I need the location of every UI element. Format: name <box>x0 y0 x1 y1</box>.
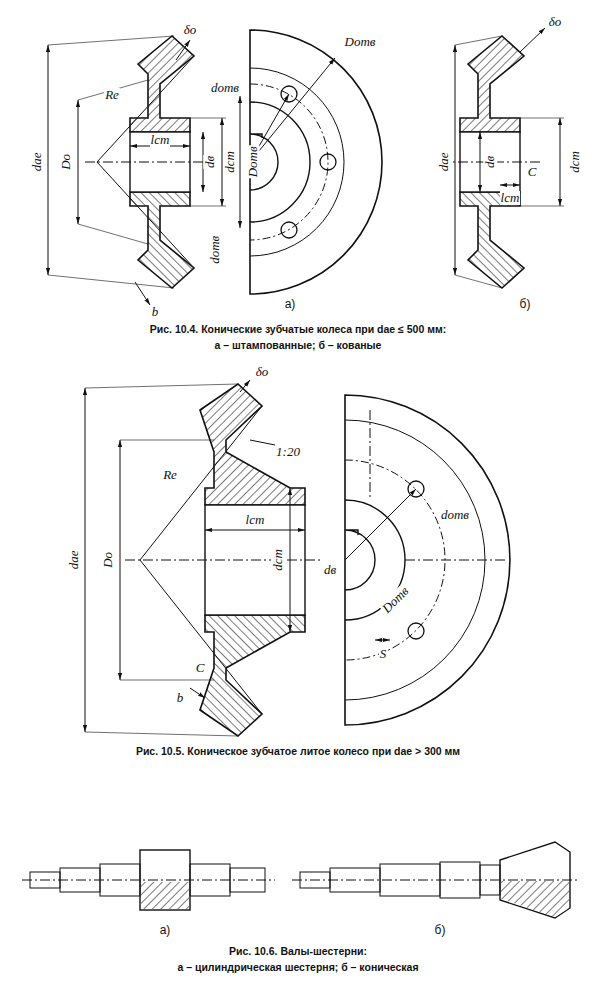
dimension-label: S <box>379 647 388 661</box>
dimension-label: dae <box>29 152 43 173</box>
dimension-label: b <box>151 305 160 319</box>
view-letter: а) <box>159 924 172 937</box>
dimension-label: Do <box>59 153 73 171</box>
dimension-label: Dотв <box>245 146 259 179</box>
figure-caption: Рис. 10.4. Конические зубчатые колеса пр… <box>149 324 447 335</box>
figure-caption: Рис. 10.6. Валы-шестерни: <box>228 946 368 957</box>
dimension-label: C <box>527 165 538 179</box>
dimension-label: dотв <box>210 81 240 95</box>
dimension-label: δo <box>183 23 198 37</box>
dimension-label: 1:20 <box>275 445 301 459</box>
dimension-label: Do <box>101 551 115 569</box>
figure-caption: Рис. 10.5. Коническое зубчатое литое кол… <box>135 746 461 757</box>
dimension-label: δo <box>255 365 270 379</box>
dimension-label: lст <box>500 191 521 205</box>
dimension-label: Re <box>104 88 120 102</box>
dimension-label: lст <box>245 513 266 527</box>
view-letter: а) <box>284 298 297 311</box>
dimension-label: dв <box>483 155 497 169</box>
figure-caption: а – цилиндрическая шестерня; б – коничес… <box>176 962 419 973</box>
dimension-label: Dотв <box>379 584 412 617</box>
dimension-label: dae <box>436 152 450 173</box>
dimension-label: b <box>176 691 185 705</box>
dimension-label: dотв <box>440 508 470 522</box>
view-letter: б) <box>519 298 532 311</box>
dimension-label: δo <box>548 15 563 29</box>
dimension-label: dст <box>271 548 285 572</box>
view-letter: б) <box>434 924 447 937</box>
dimension-label: Dотв <box>344 35 377 49</box>
dimension-label: dст <box>568 150 582 174</box>
dimension-label: lст <box>150 133 171 147</box>
figure-caption: а – штампованные; б – кованые <box>214 340 383 351</box>
dimension-label: dв <box>203 155 217 169</box>
dimension-label: dст <box>223 150 237 174</box>
dimension-label: dae <box>66 550 80 571</box>
dimension-label: C <box>195 661 206 675</box>
dimension-label: dотв <box>208 235 222 265</box>
dimension-label: dв <box>323 563 337 577</box>
dimension-label: Re <box>162 468 178 482</box>
